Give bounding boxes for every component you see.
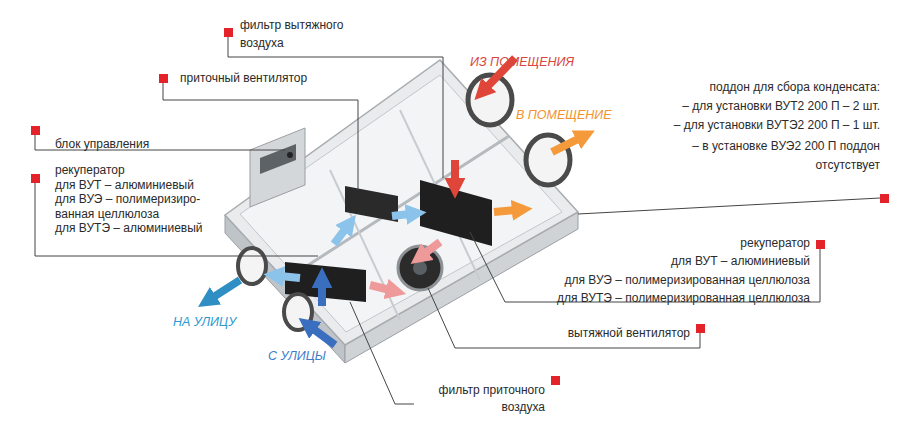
callout-label: рекуператор (55, 163, 125, 178)
airflow-arrow (312, 328, 335, 345)
housing-interior (240, 75, 562, 332)
callout-label: для ВУЭ – полимеризированная целлюлоза (564, 273, 810, 288)
partition (285, 136, 509, 280)
flow-label: НА УЛИЦУ (173, 315, 236, 330)
flow-label: В ПОМЕЩЕНИЕ (516, 108, 612, 123)
fan-housing (345, 186, 398, 222)
duct-spigot (238, 248, 266, 284)
airflow-arrow (392, 214, 410, 216)
leader-line (228, 37, 443, 178)
callout-label: – для установки ВУТ2 200 П – 2 шт. (682, 99, 880, 114)
airflow-arrow (451, 160, 459, 182)
airflow-arrow (280, 276, 300, 278)
flow-label: С УЛИЦЫ (268, 349, 326, 364)
callout-label: для ВУТЭ – алюминиевый (55, 221, 203, 236)
callout-label: фильтр вытяжного воздуха (240, 16, 352, 52)
callout-markers (31, 28, 889, 385)
recuperator-block (420, 180, 492, 246)
callout-label: для ВУТ – алюминиевый (55, 178, 194, 193)
leader-line (350, 302, 414, 404)
callout-label: – для установки ВУТЭ2 200 П – 1 шт. (674, 118, 880, 133)
airflow-arrow (424, 242, 440, 254)
fan-hub (413, 261, 427, 275)
airflow-arrow (212, 280, 240, 298)
airflow-arrow (494, 210, 516, 212)
callout-marker (224, 28, 233, 37)
callout-label: вытяжной вентилятор (568, 326, 690, 341)
callout-marker (31, 174, 40, 183)
fan-symbol (398, 246, 442, 290)
flow-label: ИЗ ПОМЕЩЕНИЯ (470, 55, 574, 70)
duct-spigot (284, 294, 312, 330)
callout-marker (816, 240, 825, 249)
control-panel (260, 144, 296, 174)
airflow-arrow (334, 228, 346, 244)
leader-line (163, 83, 358, 190)
control-knob (287, 152, 293, 158)
callout-label: для ВУТ – алюминиевый (671, 254, 810, 269)
leader-line (35, 183, 318, 256)
leader-line (578, 198, 880, 214)
callout-label: приточный вентилятор (180, 71, 307, 86)
callout-label: поддон для сбора конденсата: (710, 80, 880, 95)
airflow-arrow (552, 138, 580, 152)
callout-label: блок управления (55, 137, 149, 152)
callout-label: для ВУТЭ – полимеризированная целлюлоза (557, 291, 810, 306)
airflow-arrow (318, 284, 326, 306)
callout-marker (31, 126, 40, 135)
leader-lines (35, 37, 880, 404)
callout-marker (159, 74, 168, 83)
callout-label: рекуператор (740, 236, 810, 251)
callout-marker (696, 324, 705, 333)
control-box (250, 128, 305, 207)
callout-marker (551, 376, 560, 385)
airflow-arrow (370, 285, 390, 290)
callout-label: фильтр приточного воздуха (415, 382, 545, 416)
callout-label: для ВУЭ – полимеризиро- ванная целлюлоза (55, 192, 205, 221)
callout-marker (880, 194, 889, 203)
callout-label: – в установке ВУЭ2 200 П поддон отсутств… (675, 137, 880, 175)
